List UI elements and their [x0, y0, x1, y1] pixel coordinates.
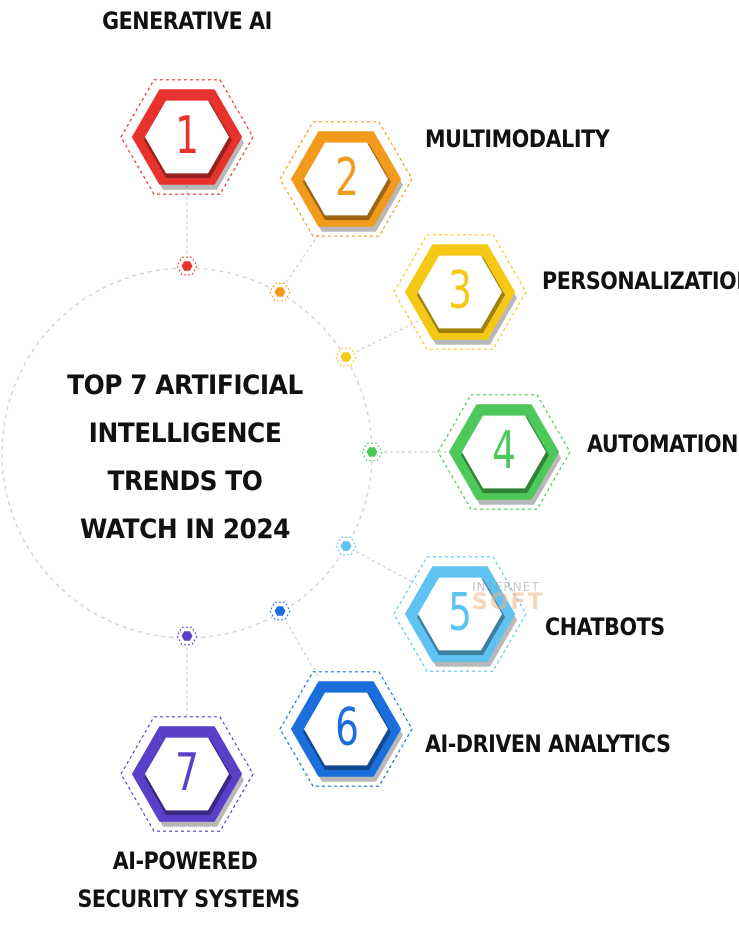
trend-hexagon-7 [120, 716, 254, 832]
node-dot [340, 352, 352, 362]
hexagon-face [304, 692, 388, 766]
hexagon-dashed-outline [393, 556, 527, 672]
hexagon-dashed-outline [393, 234, 527, 350]
trend-hexagon-4 [437, 394, 571, 510]
trend-label-2: MULTIMODALITY [425, 125, 610, 153]
hexagon-face [145, 100, 229, 174]
trend-number-5: 5 [448, 583, 472, 643]
hexagon-dashed-outline [279, 121, 413, 237]
trend-label-1: GENERATIVE AI [102, 7, 272, 35]
connector-2 [279, 231, 321, 293]
connector-node-6 [269, 601, 291, 621]
hexagon-face [462, 415, 546, 489]
hexagon-dashed-outline [279, 671, 413, 787]
center-title: TOP 7 ARTIFICIAL INTELLIGENCE TRENDS TO … [42, 362, 327, 554]
hexagon-face [418, 255, 502, 329]
trend-number-2: 2 [335, 148, 359, 208]
connector-node-5 [335, 536, 357, 556]
node-dot [181, 631, 193, 641]
trend-number-4: 4 [492, 421, 516, 481]
trend-hexagon-6 [279, 671, 413, 787]
node-dot [274, 287, 286, 297]
title-line-2: INTELLIGENCE [88, 418, 282, 449]
trend-label-5: CHATBOTS [545, 613, 665, 641]
hexagon-face [145, 737, 229, 811]
title-line-4: WATCH IN 2024 [79, 514, 291, 545]
trend-number-7: 7 [175, 743, 199, 803]
trend-label-7-line-2: SECURITY SYSTEMS [77, 885, 300, 913]
connector-node-1 [176, 256, 198, 276]
connector-node-4 [361, 442, 383, 462]
connector-node-7 [176, 626, 198, 646]
node-dot [181, 261, 193, 271]
connector-node-3 [335, 347, 357, 367]
connector-6 [279, 610, 319, 677]
trend-label-7-line-1: AI-POWERED [112, 847, 258, 875]
node-layer [176, 256, 383, 646]
trend-hexagon-5 [393, 556, 527, 672]
trend-label-7: AI-POWERED SECURITY SYSTEMS [77, 842, 300, 918]
hexagon-layer [120, 79, 571, 832]
connector-5 [345, 545, 419, 586]
connector-3 [345, 319, 421, 358]
node-dot [366, 447, 378, 457]
trend-label-3: PERSONALIZATION [542, 267, 739, 295]
hexagon-dashed-outline [437, 394, 571, 510]
hexagon-dashed-outline [120, 79, 254, 195]
node-dot [274, 606, 286, 616]
trend-label-6: AI-DRIVEN ANALYTICS [425, 730, 671, 758]
node-dot [340, 541, 352, 551]
hexagon-dashed-outline [120, 716, 254, 832]
trend-label-4: AUTOMATION [587, 430, 738, 458]
trend-hexagon-1 [120, 79, 254, 195]
trend-hexagon-2 [279, 121, 413, 237]
hexagon-face [304, 142, 388, 216]
trend-hexagon-3 [393, 234, 527, 350]
trend-number-6: 6 [335, 698, 359, 758]
hexagon-face [418, 577, 502, 651]
trend-number-3: 3 [448, 261, 472, 321]
title-line-1: TOP 7 ARTIFICIAL [67, 370, 303, 401]
trend-number-1: 1 [175, 106, 199, 166]
title-line-3: TRENDS TO [107, 466, 263, 497]
connector-node-2 [269, 282, 291, 302]
